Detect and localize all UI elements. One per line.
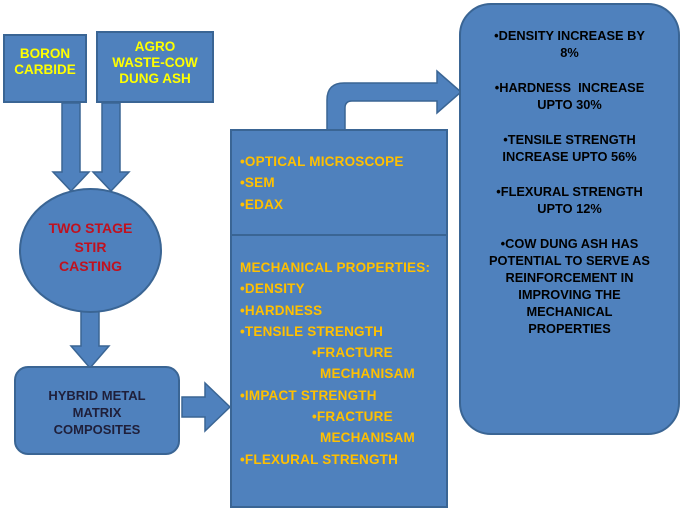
- test-item: •EDAX: [240, 196, 284, 212]
- result-line: IMPROVING THE: [518, 287, 621, 302]
- agro-label-line2: WASTE-COW: [112, 55, 198, 70]
- result-line: •TENSILE STRENGTH: [503, 132, 636, 147]
- result-tensile: •TENSILE STRENGTH INCREASE UPTO 56%: [467, 131, 672, 165]
- casting-label-line3: CASTING: [59, 258, 122, 274]
- composites-box: HYBRID METAL MATRIX COMPOSITES: [14, 366, 180, 455]
- composites-label-line1: HYBRID METAL: [48, 388, 146, 403]
- property-subitem: MECHANISAM: [320, 366, 415, 382]
- composites-label-line2: MATRIX: [72, 405, 122, 420]
- boron-label-line1: BORON: [19, 46, 71, 61]
- property-item: •DENSITY: [240, 281, 305, 297]
- casting-label-line2: STIR: [74, 239, 107, 255]
- property-subitem: MECHANISAM: [320, 430, 415, 446]
- results-box: •DENSITY INCREASE BY 8% •HARDNESS INCREA…: [459, 3, 680, 435]
- stir-casting-circle: TWO STAGE STIR CASTING: [19, 188, 162, 313]
- test-item: •OPTICAL MICROSCOPE: [240, 154, 404, 169]
- composites-label-line3: COMPOSITES: [53, 422, 141, 437]
- result-line: •DENSITY INCREASE BY: [494, 28, 645, 43]
- agro-label-line1: AGRO: [134, 39, 176, 54]
- result-line: UPTO 30%: [537, 97, 602, 112]
- property-item: •TENSILE STRENGTH: [240, 323, 384, 339]
- casting-label-line1: TWO STAGE: [48, 220, 133, 236]
- result-line: •FLEXURAL STRENGTH: [496, 184, 643, 199]
- property-subitem: •FRACTURE: [312, 345, 393, 361]
- result-line: PROPERTIES: [528, 321, 611, 336]
- agro-label-line3: DUNG ASH: [119, 71, 191, 86]
- boron-carbide-box: BORON CARBIDE: [3, 34, 87, 103]
- result-line: POTENTIAL TO SERVE AS: [489, 253, 650, 268]
- mechanical-title: MECHANICAL PROPERTIES:: [240, 260, 431, 275]
- microstructure-box: •OPTICAL MICROSCOPE •SEM •EDAX: [230, 129, 448, 236]
- result-line: •COW DUNG ASH HAS: [500, 236, 639, 251]
- result-cow-dung-ash: •COW DUNG ASH HAS POTENTIAL TO SERVE AS …: [467, 235, 672, 337]
- result-line: REINFORCEMENT IN: [505, 270, 634, 285]
- property-item: •IMPACT STRENGTH: [240, 387, 377, 403]
- result-line: UPTO 12%: [537, 201, 602, 216]
- result-line: MECHANICAL: [526, 304, 613, 319]
- arrow-agro-to-casting: [91, 102, 131, 193]
- result-hardness: •HARDNESS INCREASE UPTO 30%: [467, 79, 672, 113]
- boron-label-line2: CARBIDE: [14, 62, 76, 77]
- result-line: INCREASE UPTO 56%: [502, 149, 637, 164]
- result-flexural: •FLEXURAL STRENGTH UPTO 12%: [467, 183, 672, 217]
- arrow-tests-to-results: [326, 69, 463, 131]
- arrow-boron-to-casting: [51, 102, 91, 193]
- property-item: •FLEXURAL STRENGTH: [240, 451, 399, 467]
- arrow-casting-to-composites: [69, 309, 111, 370]
- mechanical-properties-box: MECHANICAL PROPERTIES: •DENSITY •HARDNES…: [230, 234, 448, 508]
- test-item: •SEM: [240, 175, 275, 191]
- agro-waste-box: AGRO WASTE-COW DUNG ASH: [96, 31, 214, 103]
- result-line: •HARDNESS INCREASE: [494, 80, 645, 95]
- result-line: 8%: [560, 45, 579, 60]
- arrow-composites-to-tests: [181, 381, 232, 433]
- property-subitem: •FRACTURE: [312, 409, 393, 425]
- property-item: •HARDNESS: [240, 302, 323, 318]
- result-density: •DENSITY INCREASE BY 8%: [467, 27, 672, 61]
